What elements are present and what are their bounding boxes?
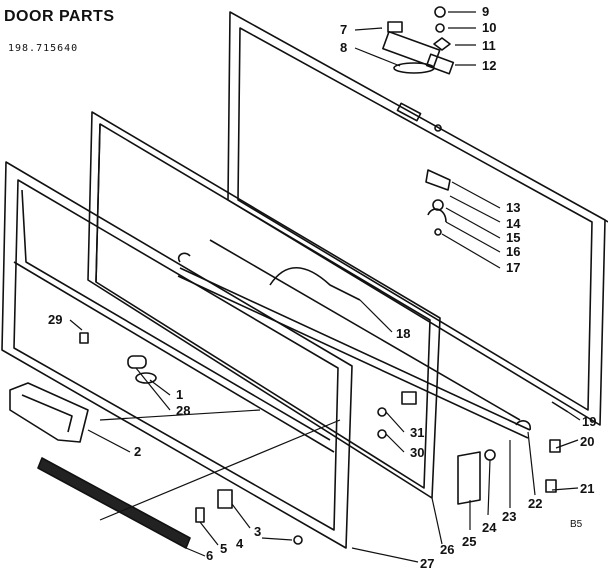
callout-31: 31 <box>410 425 424 440</box>
callout-20: 20 <box>580 434 594 449</box>
diagram-title: DOOR PARTS <box>4 8 115 25</box>
callout-28: 28 <box>176 403 190 418</box>
callout-10: 10 <box>482 20 496 35</box>
door-handle <box>9 382 89 443</box>
callout-17: 17 <box>506 260 520 275</box>
grille-strip <box>37 457 191 549</box>
callout-1: 1 <box>176 387 183 402</box>
inner-door-panel <box>1 161 353 549</box>
callout-24: 24 <box>482 520 497 535</box>
callout-14: 14 <box>506 216 521 231</box>
leader-lines <box>69 11 581 563</box>
callout-25: 25 <box>462 534 476 549</box>
callout-3: 3 <box>254 524 261 539</box>
figure-code: B5 <box>570 519 583 530</box>
callout-2: 2 <box>134 444 141 459</box>
callout-30: 30 <box>410 445 424 460</box>
callout-15: 15 <box>506 230 520 245</box>
callout-16: 16 <box>506 244 520 259</box>
callout-9: 9 <box>482 4 489 19</box>
callout-29: 29 <box>48 312 62 327</box>
callout-19: 19 <box>582 414 596 429</box>
callout-26: 26 <box>440 542 454 557</box>
callout-27: 27 <box>420 556 434 571</box>
callout-7: 7 <box>340 22 347 37</box>
callout-4: 4 <box>236 536 244 551</box>
callout-6: 6 <box>206 548 213 563</box>
door-liner <box>87 111 441 499</box>
callout-21: 21 <box>580 481 594 496</box>
callout-8: 8 <box>340 40 347 55</box>
callout-5: 5 <box>220 541 227 556</box>
callout-13: 13 <box>506 200 520 215</box>
outer-door-panel <box>227 11 608 426</box>
callout-11: 11 <box>482 38 496 53</box>
callout-18: 18 <box>396 326 410 341</box>
callout-22: 22 <box>528 496 542 511</box>
callout-12: 12 <box>482 58 496 73</box>
callout-23: 23 <box>502 509 516 524</box>
callout-labels: 9 10 7 11 8 12 13 14 15 16 17 18 29 1 28… <box>48 4 596 571</box>
rail-bars <box>177 239 531 439</box>
hardware-parts <box>79 6 569 545</box>
model-number: 198.715640 <box>8 43 79 54</box>
